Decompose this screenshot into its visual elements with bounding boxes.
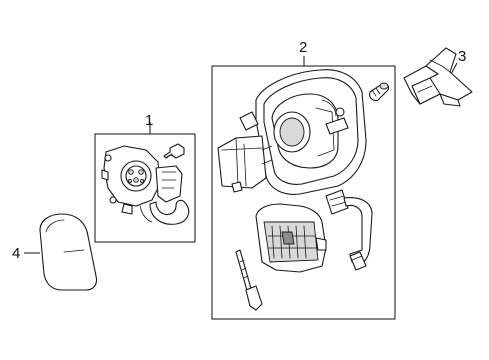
charge-door-drawing <box>217 69 390 311</box>
callout-2-label: 2 <box>299 39 307 56</box>
charge-socket-drawing <box>101 143 190 225</box>
callout-3-label: 3 <box>458 48 466 65</box>
callout-4-label: 4 <box>12 245 20 262</box>
door-cover-drawing <box>39 213 98 291</box>
part-3-group: 3 <box>403 47 473 107</box>
connector-cable-drawing <box>325 189 373 271</box>
part-1-frame <box>94 133 196 243</box>
lower-module-drawing <box>255 203 327 273</box>
probe-rod-drawing <box>235 249 263 311</box>
bolt-drawing <box>163 143 185 159</box>
bracket-drawing <box>403 47 473 107</box>
callout-1-label: 1 <box>145 112 153 129</box>
grommet-drawing <box>369 82 390 102</box>
part-2-group: 2 <box>211 39 396 320</box>
part-4-group: 4 <box>12 213 98 291</box>
part-1-group: 1 <box>94 112 196 243</box>
